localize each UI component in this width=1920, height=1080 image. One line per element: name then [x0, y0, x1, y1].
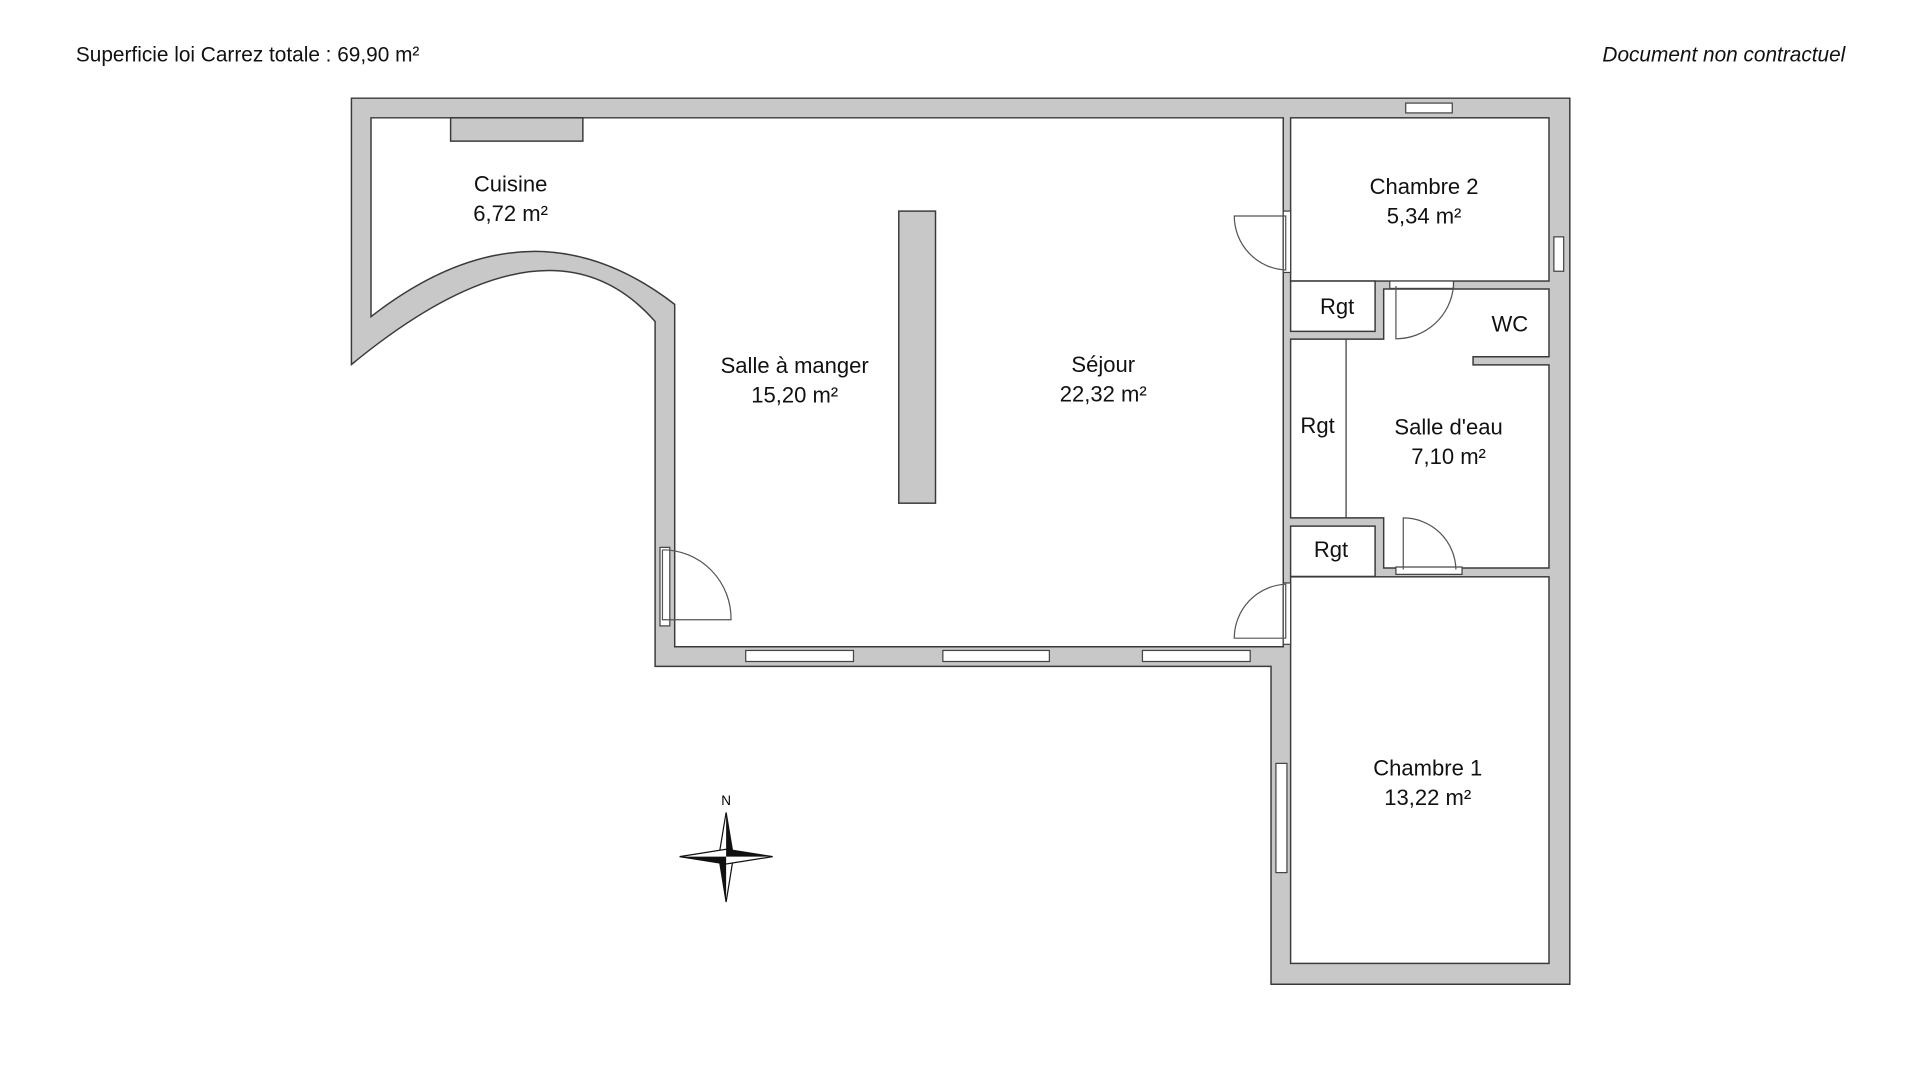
room-name: Cuisine [474, 171, 547, 196]
room-name: WC [1491, 311, 1528, 336]
compass-north-label: N [721, 793, 731, 808]
door-frame [659, 546, 671, 627]
room-area: 13,22 m² [1384, 785, 1471, 810]
window [1405, 102, 1453, 114]
room-area: 5,34 m² [1387, 203, 1462, 228]
room-rgt-3 [1289, 525, 1376, 578]
disclaimer: Document non contractuel [1602, 43, 1846, 66]
room-area: 15,20 m² [751, 383, 838, 408]
room-living-area [370, 117, 1284, 648]
room-name: Rgt [1320, 294, 1354, 319]
room-name: Rgt [1300, 413, 1334, 438]
kitchen-counter [449, 117, 584, 142]
room-name: Chambre 2 [1370, 174, 1479, 199]
window [1275, 762, 1288, 874]
room-area: 6,72 m² [473, 201, 548, 226]
total-area-label: Superficie loi Carrez totale : 69,90 m² [76, 43, 419, 66]
room-rgt-1 [1289, 280, 1376, 333]
door-frame [1282, 210, 1292, 274]
window [1141, 649, 1251, 663]
room-name: Salle d'eau [1394, 414, 1502, 439]
window [942, 649, 1050, 663]
window [745, 649, 855, 663]
room-wc-salle-deau [1289, 288, 1550, 569]
door-frame [1395, 566, 1463, 575]
door-frame [1282, 582, 1292, 645]
door-swing [1395, 285, 1455, 340]
door-swing [661, 549, 732, 621]
room-name: Rgt [1314, 537, 1348, 562]
bar-counter [898, 210, 937, 504]
window [1553, 236, 1565, 272]
door-swing [1233, 215, 1287, 271]
room-chambre-2 [1289, 117, 1550, 282]
room-name: Salle à manger [721, 353, 869, 378]
room-area: 7,10 m² [1411, 444, 1486, 469]
compass-icon: N [679, 793, 773, 903]
door-swing [1233, 583, 1287, 639]
door-swing [1402, 517, 1457, 570]
room-name: Chambre 1 [1373, 756, 1482, 781]
door-frame [1389, 280, 1455, 290]
room-name: Séjour [1071, 352, 1135, 377]
room-chambre-1 [1289, 576, 1550, 965]
room-area: 22,32 m² [1060, 381, 1147, 406]
